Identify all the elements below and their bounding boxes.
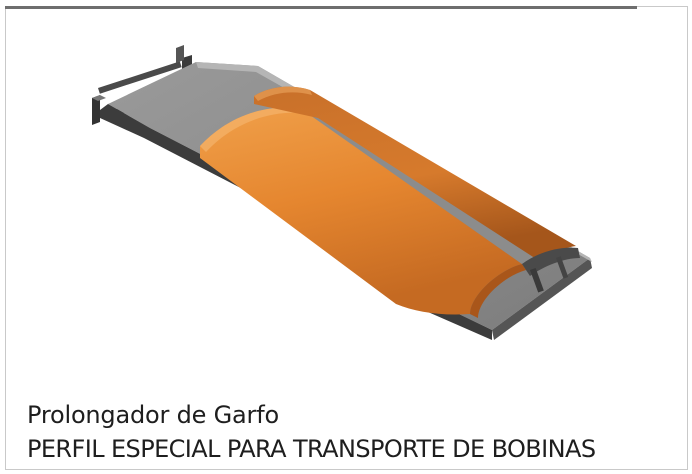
saddle-rear <box>254 86 576 264</box>
product-caption: Prolongador de Garfo PERFIL ESPECIAL PAR… <box>27 398 596 466</box>
top-rule <box>5 6 637 9</box>
profile-end <box>522 247 580 293</box>
product-title: Prolongador de Garfo <box>27 401 279 429</box>
product-subtitle: PERFIL ESPECIAL PARA TRANSPORTE DE BOBIN… <box>27 435 596 463</box>
base-front-tip <box>492 258 592 340</box>
